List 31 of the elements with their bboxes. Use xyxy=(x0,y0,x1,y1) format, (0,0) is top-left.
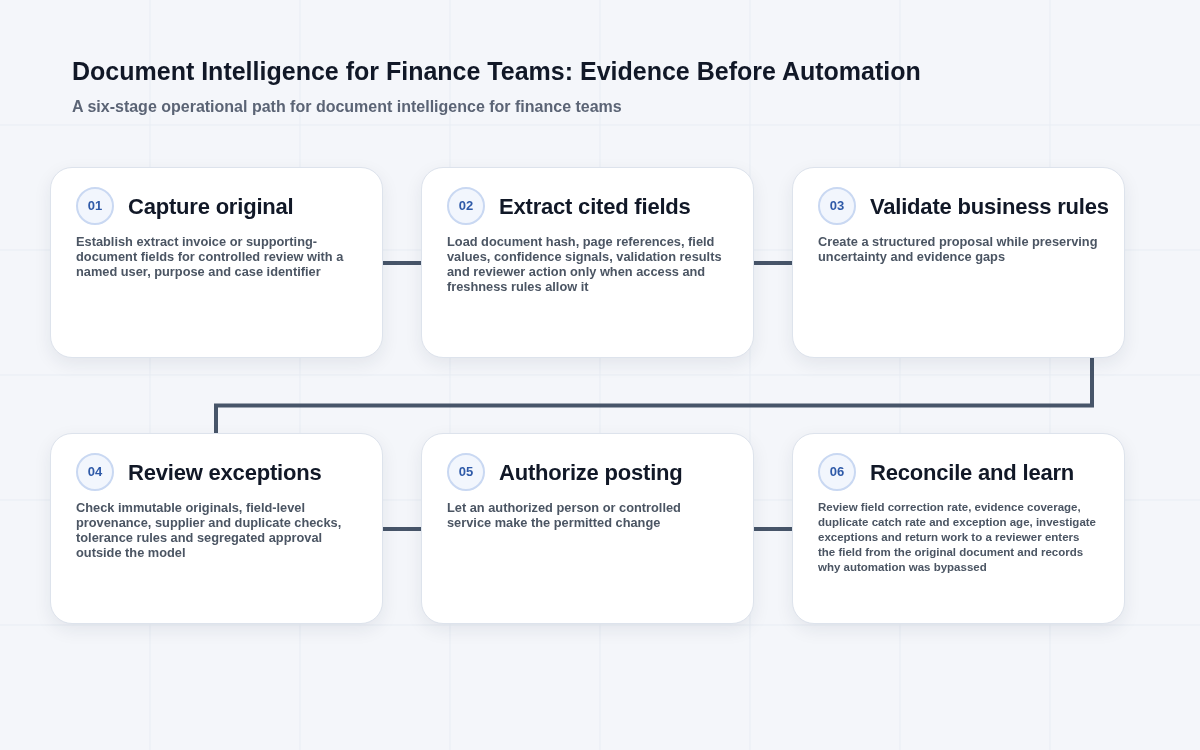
stage-title: Validate business rules xyxy=(870,192,1109,221)
step-number-badge: 05 xyxy=(447,453,485,491)
step-number-badge: 01 xyxy=(76,187,114,225)
stage-description: Load document hash, page references, field values, confidence signals, validation results and reviewer action only when access and freshness rules allow it xyxy=(447,234,723,294)
stage-card xyxy=(50,167,383,358)
stage-description: Check immutable originals, field-level provenance, supplier and duplicate checks, tolerance rules and segregated approval outside the model xyxy=(76,500,343,560)
step-number-badge: 02 xyxy=(447,187,485,225)
connector-line xyxy=(383,261,421,265)
step-number-badge: 04 xyxy=(76,453,114,491)
stage-title: Reconcile and learn xyxy=(870,458,1075,487)
step-number-badge: 03 xyxy=(818,187,856,225)
stage-title: Capture original xyxy=(128,192,294,221)
stage-title: Review exceptions xyxy=(128,458,322,487)
stage-card xyxy=(792,167,1125,358)
stage-description: Let an authorized person or controlled service make the permitted change xyxy=(447,500,682,530)
connector-line xyxy=(214,358,1094,433)
stage-card xyxy=(792,433,1125,624)
stage-description: Establish extract invoice or supporting-document fields for controlled review with a named user, purpose and case identifier xyxy=(76,234,345,279)
connector-line xyxy=(754,527,792,531)
diagram-subtitle: A six-stage operational path for document intelligence for finance teams xyxy=(72,97,622,117)
diagram-title: Document Intelligence for Finance Teams: Evidence Before Automation xyxy=(72,56,921,87)
connector-line xyxy=(383,527,421,531)
step-number-badge: 06 xyxy=(818,453,856,491)
stage-card xyxy=(421,433,754,624)
stage-description: Create a structured proposal while preserving uncertainty and evidence gaps xyxy=(818,234,1099,264)
stage-card xyxy=(50,433,383,624)
stage-card xyxy=(421,167,754,358)
stage-description: Review field correction rate, evidence coverage, duplicate catch rate and exception age, investigate exceptions and return work to a reviewer enters the field from the original document and records why automation was bypassed xyxy=(818,500,1097,575)
stage-title: Authorize posting xyxy=(499,458,683,487)
stage-title: Extract cited fields xyxy=(499,192,691,221)
connector-line xyxy=(754,261,792,265)
